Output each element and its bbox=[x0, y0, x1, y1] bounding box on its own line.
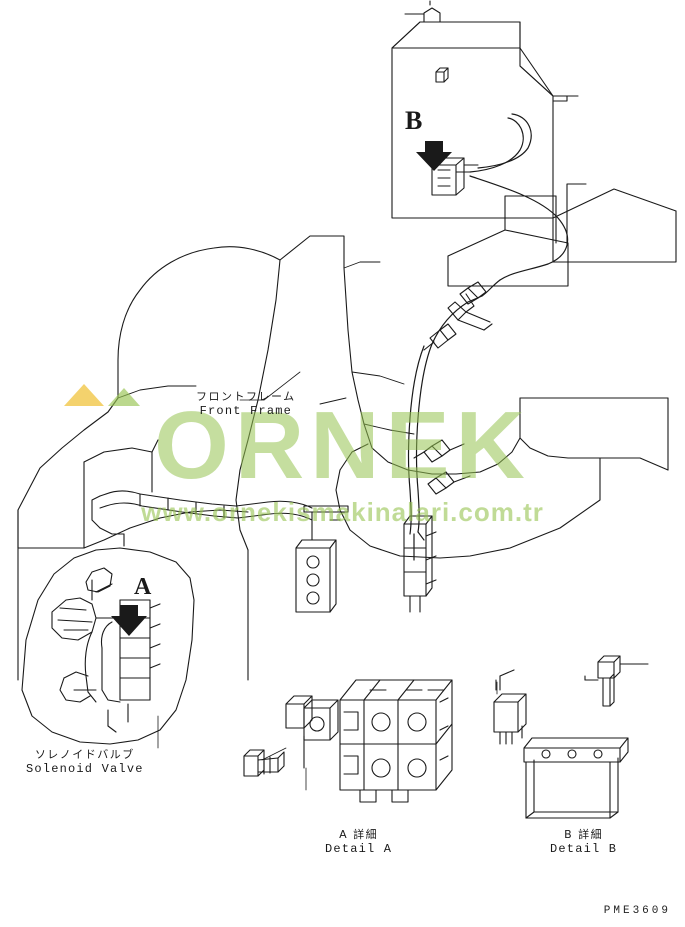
callout-letter-a: A bbox=[134, 574, 152, 600]
label-detail-a: A 詳細 Detail A bbox=[325, 828, 392, 856]
detail-b-assembly bbox=[493, 655, 649, 819]
wiring-harness-main bbox=[407, 113, 569, 561]
callout-arrows bbox=[111, 141, 452, 636]
rear-deck bbox=[447, 183, 677, 287]
callout-letter-b: B bbox=[405, 106, 423, 135]
label-detail-b-jp: B 詳細 bbox=[564, 828, 604, 841]
label-front-frame: フロントフレーム Front Frame bbox=[196, 390, 296, 418]
upper-machine-body bbox=[391, 0, 579, 219]
label-front-frame-jp: フロントフレーム bbox=[196, 390, 296, 403]
center-bracket bbox=[295, 505, 349, 613]
front-frame-outline bbox=[17, 235, 669, 681]
leader-lines bbox=[157, 371, 498, 791]
label-detail-a-en: Detail A bbox=[325, 842, 393, 856]
label-detail-b-en: Detail B bbox=[550, 842, 618, 856]
label-detail-b: B 詳細 Detail B bbox=[550, 828, 617, 856]
label-detail-a-jp: A 詳細 bbox=[339, 828, 379, 841]
detail-a-assembly bbox=[243, 679, 453, 803]
label-solenoid-valve-en: Solenoid Valve bbox=[26, 762, 144, 776]
detail-b-valve-on-machine bbox=[431, 157, 479, 196]
drawing-part-number: PME3609 bbox=[603, 905, 671, 917]
label-solenoid-valve-jp: ソレノイドバルブ bbox=[34, 748, 135, 761]
label-front-frame-en: Front Frame bbox=[199, 404, 293, 418]
hose-run-middle bbox=[91, 490, 313, 547]
solenoid-valve-assembly bbox=[21, 547, 195, 745]
label-solenoid-valve: ソレノイドバルブ Solenoid Valve bbox=[26, 748, 144, 776]
right-valve-block bbox=[403, 515, 437, 613]
harness-connectors bbox=[423, 281, 493, 351]
mid-right-connectors bbox=[413, 439, 471, 495]
